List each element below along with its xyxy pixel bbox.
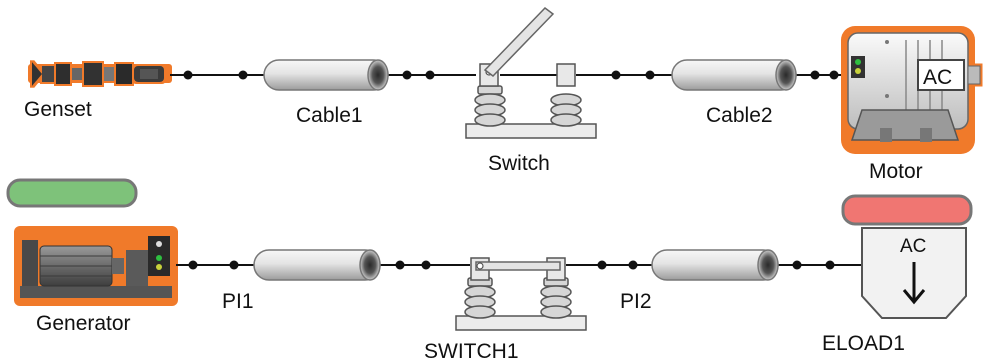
generator-label: Generator — [36, 312, 131, 335]
motor-ac-badge: AC — [917, 59, 965, 91]
svg-text:AC: AC — [923, 66, 952, 89]
pi2-cable-icon[interactable] — [651, 249, 779, 281]
switch1-label: SWITCH1 — [424, 340, 519, 362]
switch-icon[interactable] — [465, 7, 597, 139]
cable2-label: Cable2 — [706, 104, 773, 127]
bottom-wire-nodes — [188, 260, 835, 270]
pi1-label: PI1 — [222, 290, 254, 313]
bottom-circuit: Generator PI1 — [16, 227, 967, 362]
eload1-ac-badge: AC — [900, 236, 926, 257]
top-wire-nodes — [183, 70, 839, 80]
switch1-icon[interactable] — [455, 257, 587, 331]
genset-label: Genset — [24, 98, 92, 121]
generator-icon[interactable] — [16, 228, 176, 304]
indicator-green — [6, 178, 138, 208]
genset-icon[interactable] — [30, 62, 170, 86]
eload1-icon[interactable] — [861, 227, 967, 319]
top-circuit: Genset Cable1 — [24, 7, 981, 183]
cable1-icon[interactable] — [263, 59, 389, 91]
pi1-cable-icon[interactable] — [253, 249, 381, 281]
pi2-label: PI2 — [620, 290, 652, 313]
switch-label: Switch — [488, 152, 550, 175]
cable2-icon[interactable] — [671, 59, 797, 91]
motor-label: Motor — [869, 160, 923, 183]
cable1-label: Cable1 — [296, 104, 363, 127]
eload1-label: ELOAD1 — [822, 332, 905, 355]
indicator-red — [841, 194, 973, 226]
